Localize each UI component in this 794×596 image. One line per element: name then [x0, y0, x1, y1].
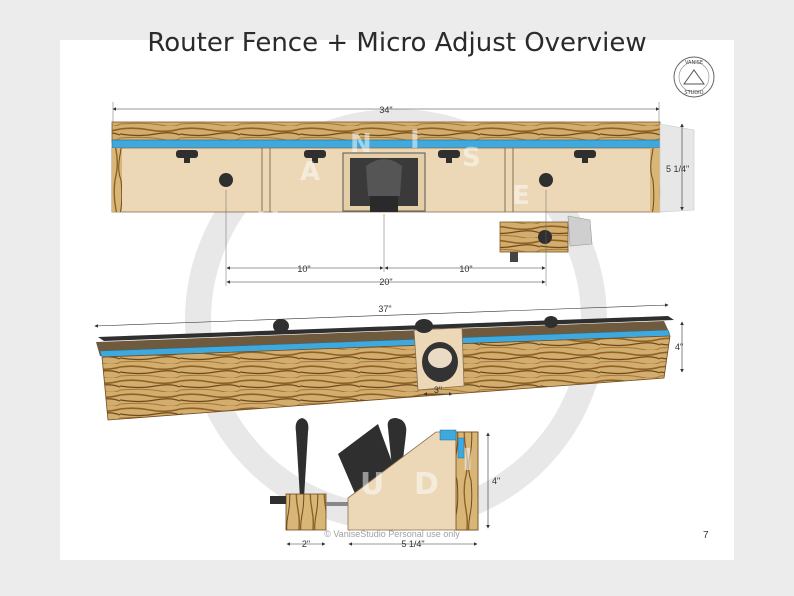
side-view — [270, 418, 479, 531]
svg-text:V: V — [258, 207, 278, 237]
svg-text:S: S — [462, 143, 481, 173]
page-title: Router Fence + Micro Adjust Overview — [147, 28, 647, 58]
svg-text:A: A — [300, 157, 320, 187]
logo-text-bottom: STUDIO — [684, 90, 703, 96]
dim-spacing-total: 20" — [379, 277, 392, 287]
dim-opening: 3" — [434, 385, 442, 395]
dim-spacing-right: 10" — [459, 264, 472, 274]
svg-text:U: U — [360, 467, 384, 502]
svg-text:O: O — [500, 403, 526, 438]
angled-view — [96, 316, 674, 421]
svg-text:I: I — [462, 443, 473, 478]
svg-text:D: D — [414, 467, 439, 502]
svg-text:N: N — [350, 129, 372, 159]
vanise-studio-logo: VANISE STUDIO — [673, 56, 715, 98]
dim-side-clamp-width: 2" — [302, 539, 310, 549]
front-dimensions: 34" 5 1/4" 10" 10" 20" — [112, 102, 689, 287]
dim-side-height: 4" — [492, 476, 500, 486]
dim-side-depth: 5 1/4" — [401, 539, 424, 549]
svg-text:E: E — [512, 181, 530, 211]
svg-text:T: T — [312, 443, 333, 478]
dim-angled-length: 37" — [378, 304, 391, 314]
watermark-caption: © VaniseStudio Personal use only — [324, 529, 460, 539]
svg-text:S: S — [276, 403, 298, 438]
dim-front-height: 5 1/4" — [666, 164, 689, 174]
dim-front-width: 34" — [379, 105, 392, 115]
page-number: 7 — [703, 530, 709, 541]
angled-dimensions: 37" 4" 3" — [94, 303, 684, 396]
side-dimensions: 4" 2" 5 1/4" © VaniseStudio Personal use… — [286, 432, 500, 549]
dim-spacing-left: 10" — [297, 264, 310, 274]
dim-angled-height: 4" — [675, 342, 683, 352]
watermark-letters: V A N I S E S T U D I O — [258, 125, 530, 502]
logo-text-top: VANISE — [685, 60, 703, 66]
svg-text:I: I — [410, 125, 420, 155]
front-view — [111, 121, 695, 262]
